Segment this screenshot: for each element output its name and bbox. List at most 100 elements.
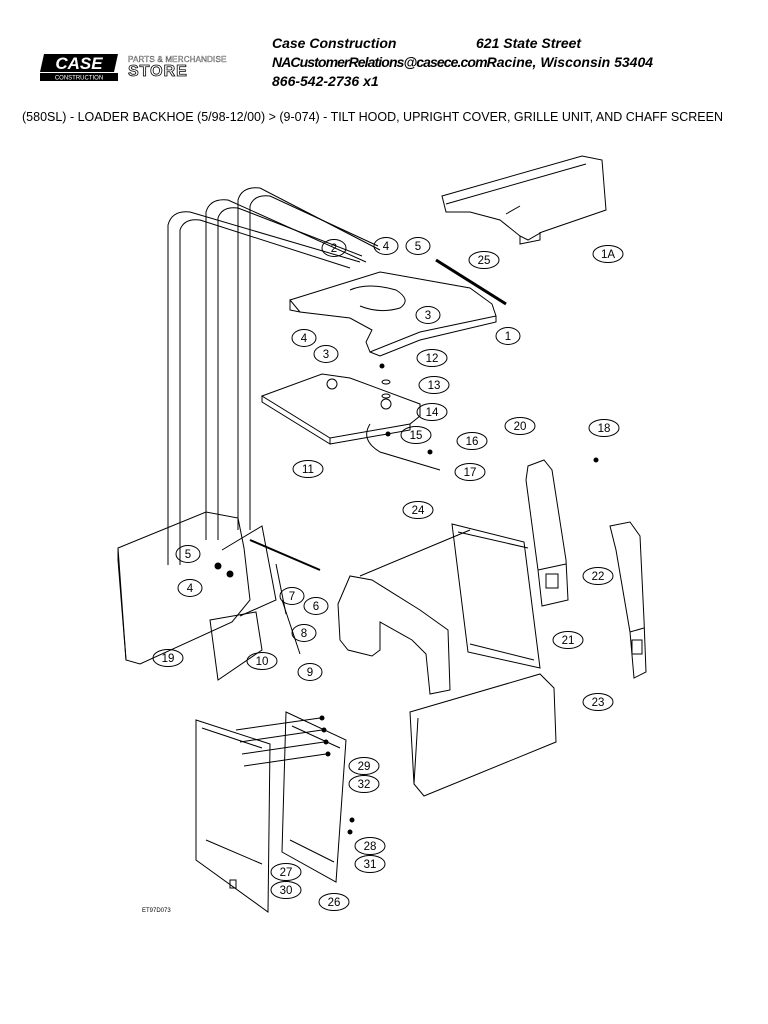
part-11-tray (260, 373, 421, 439)
part-27-screen (195, 719, 271, 913)
callout-label: 2 (331, 243, 337, 255)
callout-bubble (373, 237, 399, 255)
callout-bubble (321, 239, 347, 257)
callout-bubble (400, 426, 432, 444)
callout-bubble (246, 652, 278, 670)
callout-label: 3 (425, 310, 431, 322)
callout-bubble (270, 863, 302, 881)
callout-label: 14 (426, 407, 439, 419)
callout-29: 29 (348, 757, 380, 775)
callout-15: 15 (400, 426, 432, 444)
callout-label: 26 (328, 897, 341, 909)
email-link[interactable]: NACustomerRelations@casece.com (272, 54, 488, 70)
callout-label: 12 (426, 353, 439, 365)
callout-label: 32 (358, 779, 371, 791)
callout-label: 4 (383, 241, 390, 253)
callout-26: 26 (318, 893, 350, 911)
callout-bubble (552, 631, 584, 649)
callout-label: 1 (505, 331, 511, 343)
callout-label: 19 (162, 653, 175, 665)
callout-bubble (354, 837, 386, 855)
callout-label: 11 (302, 464, 314, 476)
case-construction-logo: CASE CONSTRUCTION (40, 54, 118, 82)
callout-label: 9 (307, 667, 313, 679)
callout-bubble (291, 329, 317, 347)
callout-3: 3 (313, 345, 339, 363)
callout-19: 19 (152, 649, 184, 667)
store-tagline: PARTS & MERCHANDISE (128, 55, 227, 64)
callout-label: 3 (323, 349, 329, 361)
logo-text: CASE (55, 54, 103, 73)
callout-4: 4 (373, 237, 399, 255)
callout-5: 5 (175, 545, 201, 563)
callout-bubble (313, 345, 339, 363)
callout-label: 27 (280, 867, 293, 879)
callout-label: 16 (466, 436, 479, 448)
callout-bubble (318, 893, 350, 911)
callout-bubble (292, 460, 324, 478)
callout-bubble (582, 693, 614, 711)
callout-bubble (152, 649, 184, 667)
callout-11: 11 (292, 460, 324, 478)
figure-id: ET97D073 (142, 908, 171, 914)
hose-loop-1 (167, 211, 361, 565)
callout-1: 1 (495, 327, 521, 345)
hose-loop-3 (237, 187, 381, 530)
part-26-side-panel (409, 673, 557, 797)
callout-2: 2 (321, 239, 347, 257)
callout-bubble (418, 376, 450, 394)
contact-block: Case Construction 621 State Street NACus… (272, 34, 653, 91)
callout-4: 4 (177, 579, 203, 597)
callout-9: 9 (297, 663, 323, 681)
callout-label: 20 (514, 421, 527, 433)
callout-bubble (297, 663, 323, 681)
callout-10: 10 (246, 652, 278, 670)
callout-16: 16 (456, 432, 488, 450)
callout-12: 12 (416, 349, 448, 367)
callout-bubble (416, 403, 448, 421)
callout-label: 31 (364, 859, 377, 871)
callout-1A: 1A (592, 245, 624, 263)
callout-bubble (504, 417, 536, 435)
part-19-panel (117, 511, 251, 665)
callout-bubble (177, 579, 203, 597)
callout-label: 18 (598, 423, 611, 435)
street-address: 621 State Street (476, 35, 582, 51)
callout-8: 8 (291, 624, 317, 642)
callout-bubble (456, 432, 488, 450)
callout-17: 17 (454, 463, 486, 481)
part-26-piece (281, 711, 347, 883)
part-1a-panel (441, 155, 607, 241)
phone-number: 866-542-2736 x1 (272, 73, 379, 89)
callout-bubble (279, 587, 305, 605)
callout-20: 20 (504, 417, 536, 435)
city-address: Racine, Wisconsin 53404 (486, 54, 654, 70)
logo-subtext: CONSTRUCTION (55, 76, 103, 82)
callout-label: 30 (280, 885, 293, 897)
callout-bubble (592, 245, 624, 263)
callout-bubble (454, 463, 486, 481)
part-24-screen (451, 523, 541, 669)
callout-label: 28 (364, 841, 377, 853)
callout-label: 4 (301, 333, 308, 345)
callout-bubble (348, 757, 380, 775)
callout-label: 21 (562, 635, 575, 647)
callout-24: 24 (402, 501, 434, 519)
callout-bubble (348, 775, 380, 793)
callout-3: 3 (415, 306, 441, 324)
part-22-cover (609, 521, 647, 679)
callout-label: 25 (478, 255, 491, 267)
callout-22: 22 (582, 567, 614, 585)
callout-30: 30 (270, 881, 302, 899)
callout-label: 15 (410, 430, 423, 442)
callout-label: 7 (289, 591, 295, 603)
breadcrumb: (580SL) - LOADER BACKHOE (5/98-12/00) > … (22, 110, 723, 124)
diagram-art (117, 155, 647, 913)
callout-bubble (468, 251, 500, 269)
callout-label: 6 (313, 601, 319, 613)
callout-18: 18 (588, 419, 620, 437)
hose-loop-2 (205, 199, 367, 540)
callout-label: 13 (428, 380, 441, 392)
callout-21: 21 (552, 631, 584, 649)
